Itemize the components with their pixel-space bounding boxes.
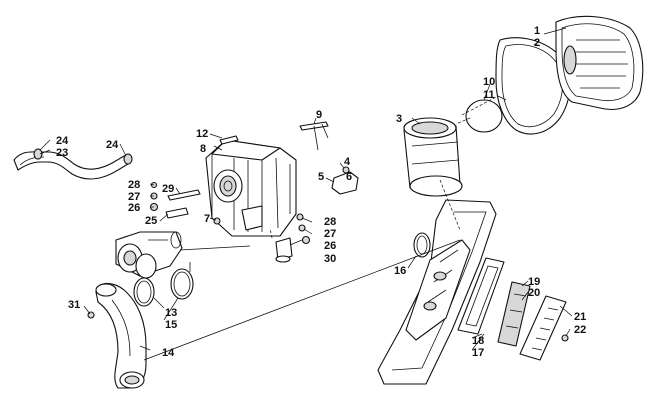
callout-15: 15 [165, 319, 177, 331]
ring-seal-16 [413, 232, 431, 258]
grille-cover-21 [519, 295, 567, 361]
air-filter-3 [403, 117, 463, 197]
callout-26-left: 26 [128, 202, 140, 214]
callout-28-left: 28 [128, 179, 140, 191]
panel-filter-19 [497, 281, 531, 347]
filter-frame-17 [457, 257, 505, 335]
screw-12 [219, 135, 239, 145]
callout-6: 6 [346, 171, 352, 183]
callout-30: 30 [324, 253, 336, 265]
callout-24-left: 24 [56, 135, 69, 147]
intake-hose [13, 151, 129, 180]
hose-clamp-right [123, 153, 133, 165]
drain-tube-30 [269, 227, 293, 263]
fastener-group-right [296, 213, 311, 245]
callout-27-right: 27 [324, 228, 336, 240]
callout-23: 23 [56, 147, 68, 159]
boot-clamp-15 [170, 268, 194, 300]
callout-28-right: 28 [324, 216, 336, 228]
callout-1: 1 [534, 25, 540, 37]
callout-27-left: 27 [128, 191, 140, 203]
callout-14: 14 [162, 347, 175, 359]
screw-22 [561, 334, 569, 342]
callout-24-right: 24 [106, 139, 119, 151]
callout-25: 25 [145, 215, 157, 227]
callout-17: 17 [472, 347, 484, 359]
boot-clamp-13 [133, 277, 155, 307]
callout-3: 3 [396, 113, 402, 125]
callouts: 1 2 3 4 5 6 7 8 9 10 11 12 13 14 15 16 1… [56, 25, 586, 359]
leader-lines [39, 27, 573, 361]
filter-disc-10 [455, 99, 503, 133]
callout-16: 16 [394, 265, 406, 277]
callout-20: 20 [528, 287, 540, 299]
callout-8: 8 [200, 143, 206, 155]
intake-boot [115, 231, 183, 279]
callout-9: 9 [316, 109, 322, 121]
hose-clamp-left [33, 148, 43, 160]
callout-21: 21 [574, 311, 586, 323]
callout-22: 22 [574, 324, 586, 336]
callout-31: 31 [68, 299, 80, 311]
callout-12: 12 [196, 128, 208, 140]
callout-7: 7 [204, 213, 210, 225]
callout-4: 4 [344, 156, 351, 168]
callout-11: 11 [483, 89, 495, 101]
gasket-2 [495, 37, 571, 135]
elbow-duct-14 [95, 282, 147, 389]
intake-grille-1 [555, 15, 644, 110]
callout-18: 18 [472, 335, 484, 347]
callout-29: 29 [162, 183, 174, 195]
side-panel [377, 199, 497, 385]
callout-26-right: 26 [324, 240, 336, 252]
callout-10: 10 [483, 76, 495, 88]
callout-5: 5 [318, 171, 324, 183]
airbox-housing [205, 139, 297, 237]
callout-13: 13 [165, 307, 177, 319]
fastener-group-left [149, 181, 221, 225]
callout-2: 2 [534, 37, 540, 49]
callout-19: 19 [528, 276, 540, 288]
sensor-connector [331, 166, 359, 195]
bracket-9 [299, 121, 329, 151]
